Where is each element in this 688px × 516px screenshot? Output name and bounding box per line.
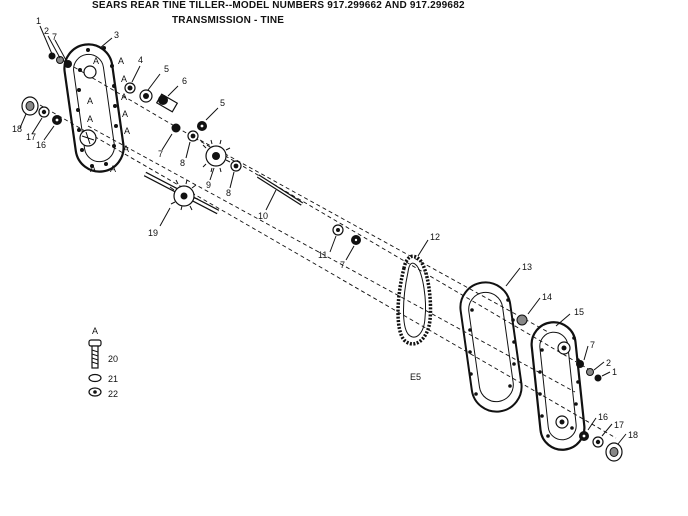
drive-chain: [396, 254, 433, 346]
housing-gasket: [459, 281, 523, 413]
bolt-marker: A: [121, 74, 127, 84]
callout-label: 7: [158, 149, 163, 159]
callout-label: 5: [220, 98, 225, 108]
callout-label: 20: [108, 354, 118, 364]
callout-label: 15: [574, 307, 584, 317]
callout-label: 22: [108, 389, 118, 399]
right-housing-cover: [530, 321, 586, 451]
diagram-subtitle: TRANSMISSION - TINE: [172, 15, 285, 26]
right-bearing-set: [579, 431, 623, 462]
bolt-marker: A: [124, 126, 130, 136]
bolt-location-markers: A A A A A A A A A A A: [87, 56, 130, 174]
callout-label: 2: [606, 358, 611, 368]
callout-label: 9: [206, 180, 211, 190]
callout-label: 11: [318, 250, 327, 260]
callout-label: 4: [138, 55, 143, 65]
callout-label: 13: [522, 262, 532, 272]
callout-label: 12: [430, 232, 440, 242]
bolt-marker: A: [87, 114, 93, 124]
bolt-marker: A: [118, 56, 124, 66]
callout-label: 3: [114, 30, 119, 40]
tine-gear-set: [171, 123, 242, 173]
bolt-marker: A: [123, 144, 129, 154]
callout-label: 1: [36, 16, 41, 26]
tine-shaft-assembly: [143, 171, 220, 215]
callout-label: 8: [180, 158, 185, 168]
callout-label: 7: [590, 340, 595, 350]
callout-label: 18: [12, 124, 22, 134]
callout-label: 19: [148, 228, 158, 238]
callout-label: 6: [182, 76, 187, 86]
bolt-marker: A: [93, 56, 99, 66]
callout-label: 16: [598, 412, 608, 422]
middle-washers: [332, 224, 361, 245]
washer-14: [516, 314, 528, 326]
bolt-marker: A: [121, 92, 127, 102]
callout-label: 10: [258, 211, 268, 221]
drive-shaft: [256, 174, 304, 206]
leader-lines: [19, 25, 627, 445]
right-upper-fasteners: [576, 360, 602, 382]
left-bearing-set: [21, 96, 62, 125]
bolt-marker: A: [90, 164, 96, 174]
diagram-title: SEARS REAR TINE TILLER--MODEL NUMBERS 91…: [92, 0, 465, 11]
bolt-marker: A: [110, 164, 116, 174]
bolt-marker: A: [122, 109, 128, 119]
upper-shaft-parts: [124, 82, 207, 131]
bolt-marker: A: [87, 96, 93, 106]
callout-label: 7: [340, 260, 345, 270]
callout-label: 2: [44, 26, 49, 36]
left-upper-fasteners: [48, 52, 72, 68]
callout-label: 18: [628, 430, 638, 440]
assembly-center-lines: [39, 59, 617, 439]
callout-label: 14: [542, 292, 552, 302]
callout-label: 7: [52, 32, 57, 42]
diagram-mark: E5: [410, 372, 421, 382]
callout-label: 5: [164, 64, 169, 74]
callout-label: 16: [36, 140, 46, 150]
callout-label: 1: [612, 367, 617, 377]
callout-labels: 1 2 7 3 4 5 6 5 18 17 16 7 8 9 8 10 19 1…: [12, 16, 638, 440]
callout-label: A: [92, 326, 98, 336]
hardware-legend: [88, 339, 102, 397]
callout-label: 21: [108, 374, 118, 384]
callout-label: 17: [614, 420, 624, 430]
callout-label: 17: [26, 132, 36, 142]
left-housing-cover: [63, 43, 125, 173]
callout-label: 8: [226, 188, 231, 198]
